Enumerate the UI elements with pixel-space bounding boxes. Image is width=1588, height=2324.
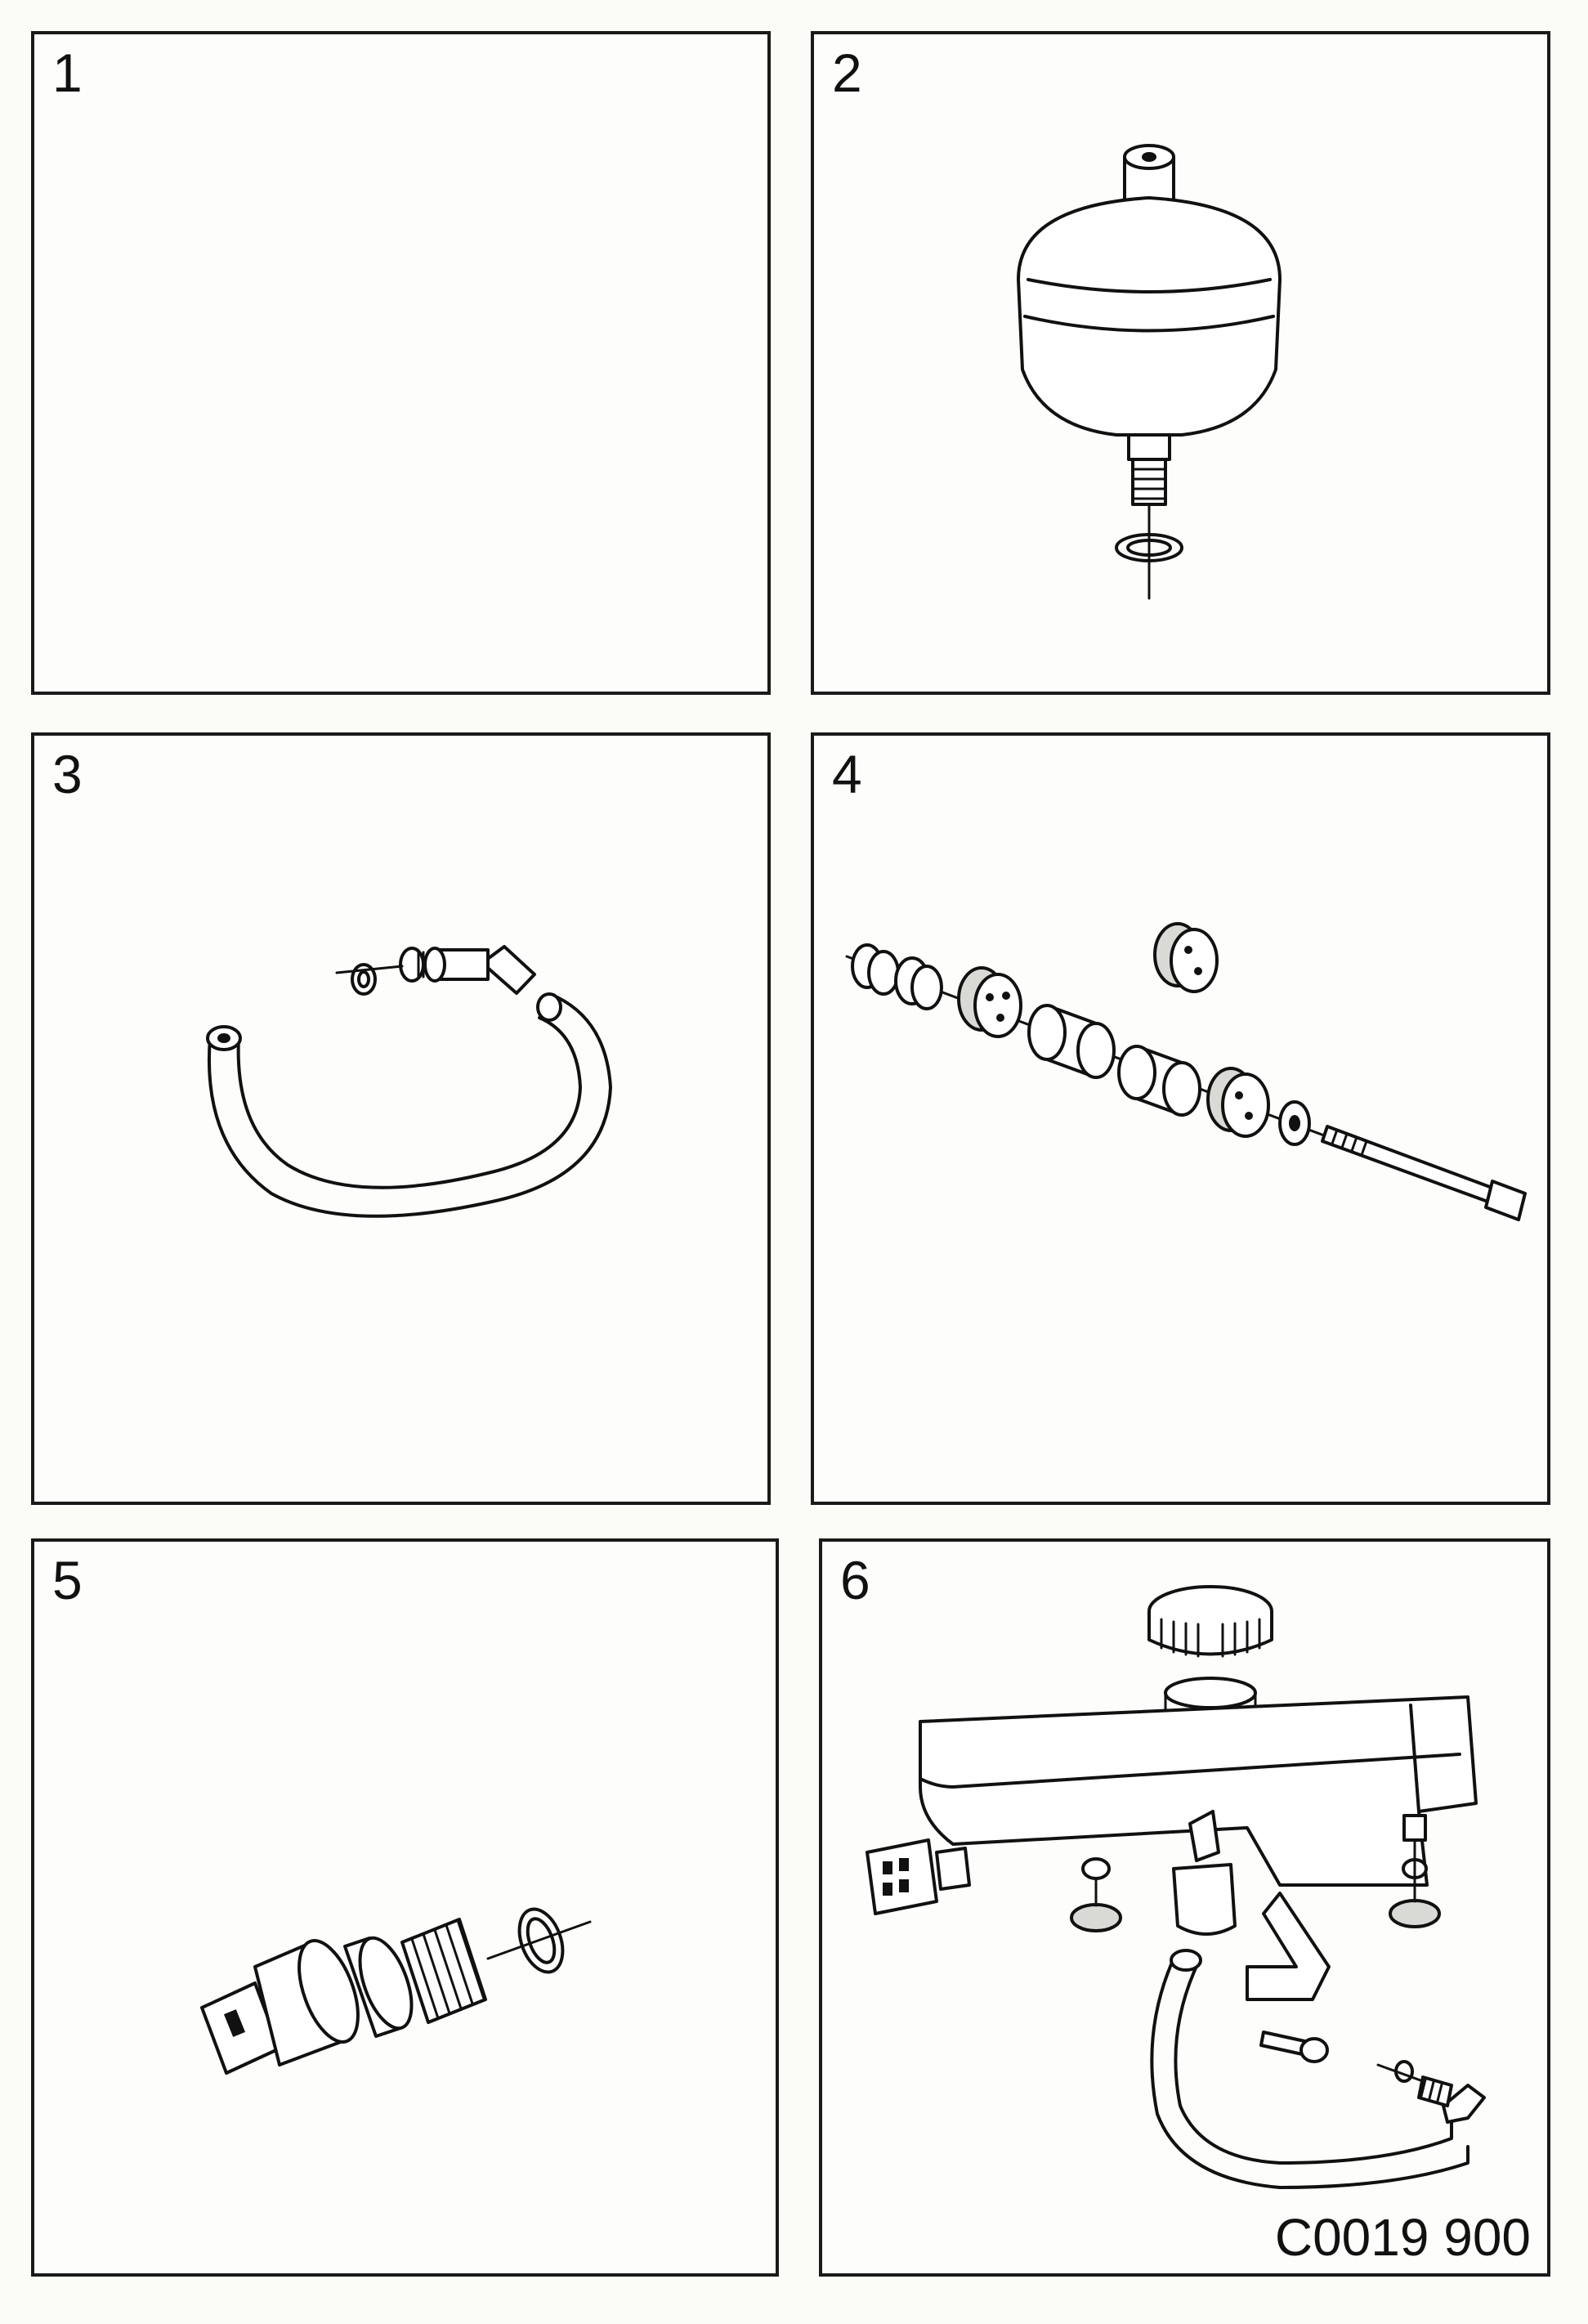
reservoir-illustration (866, 1585, 1486, 2189)
hose-illustration (206, 945, 612, 1218)
panel-number: 1 (52, 43, 83, 103)
panel-6: 6 (819, 1538, 1550, 2277)
bushing-kit-illustration (845, 922, 1527, 1221)
accumulator-illustration (1017, 144, 1282, 600)
panel-3: 3 (31, 732, 771, 1505)
panel-number: 6 (840, 1550, 870, 1610)
panel-5: 5 (31, 1538, 779, 2277)
panel-4: 4 (811, 732, 1550, 1505)
panel-1: 1 (31, 31, 771, 695)
panel-number: 5 (52, 1550, 83, 1610)
reference-code: C0019 900 (1274, 2208, 1531, 2267)
pressure-switch-illustration (200, 1907, 592, 2075)
panel-number: 3 (52, 744, 83, 804)
panel-number: 2 (832, 43, 862, 103)
panel-number: 4 (832, 744, 862, 804)
panel-2: 2 (811, 31, 1550, 695)
